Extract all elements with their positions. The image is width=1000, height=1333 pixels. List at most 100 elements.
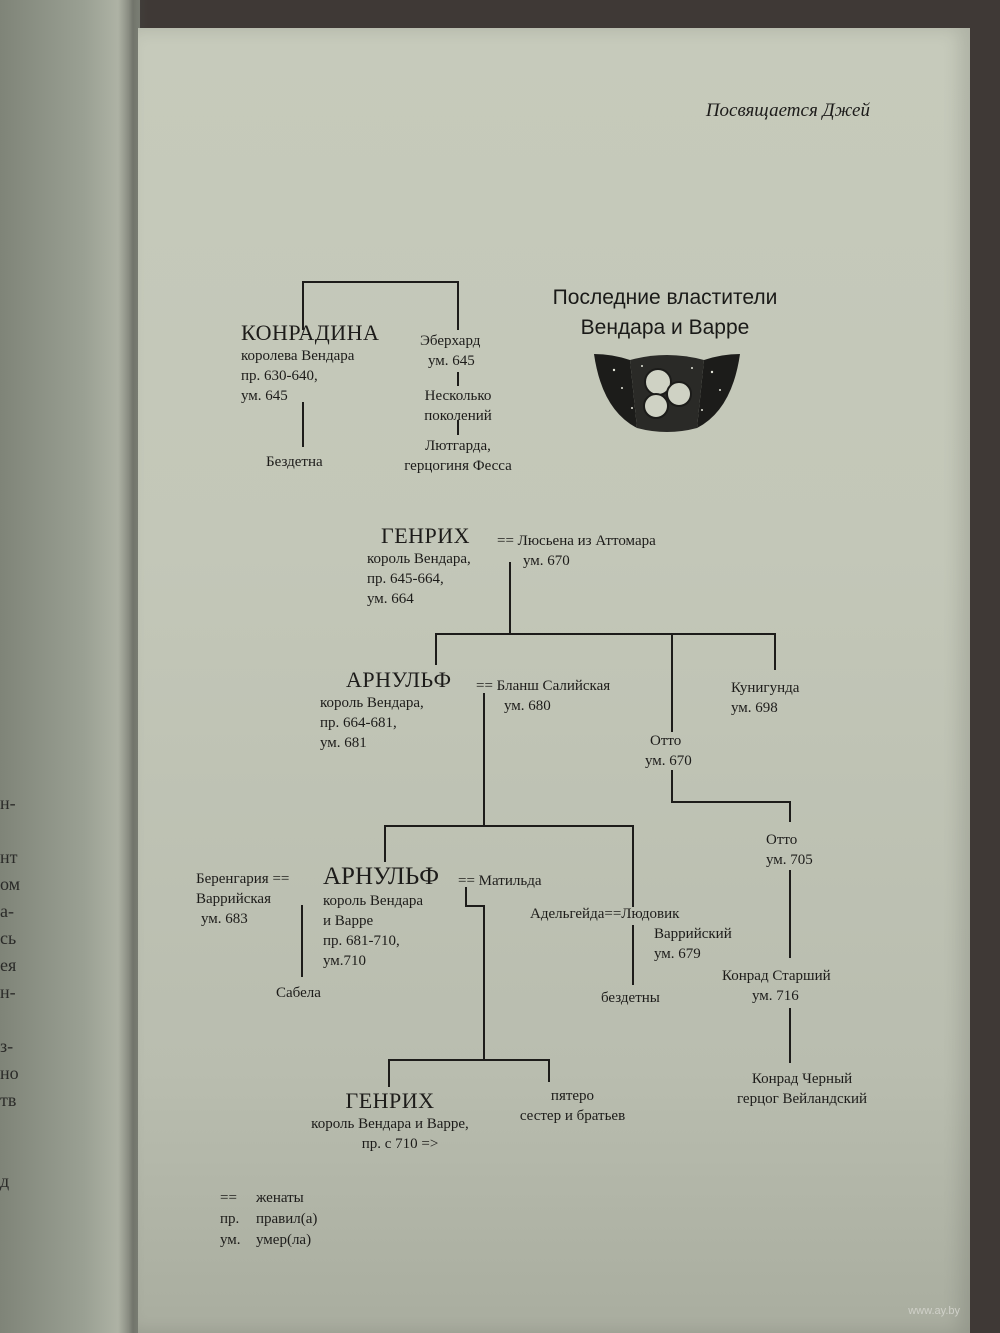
person-detail: король Вендара, (320, 695, 424, 711)
spouse-name: Людовик (621, 906, 680, 922)
person-name: АРНУЛЬФ (323, 863, 439, 890)
fragment: но (0, 1063, 19, 1083)
person-name: Матильда (478, 873, 542, 889)
person-name: Конрад Черный (751, 1071, 853, 1087)
person-konrad-elder: Конрад Старший ум. 716 (722, 966, 831, 1006)
person-detail: ум. 705 (766, 852, 813, 868)
person-detail: ум.710 (323, 953, 367, 969)
fragment: н- (0, 793, 16, 813)
person-name: Люсьена из Аттомара (517, 533, 656, 549)
person-eberhard: Эберхард ум. 645 (420, 331, 480, 371)
legend-item: == женаты (220, 1188, 317, 1209)
person-detail: пр. с 710 => (361, 1136, 439, 1152)
note-line: Несколько (424, 388, 492, 404)
person-name: Адельгейда== (530, 906, 622, 922)
left-page-text-fragments: н- нт ом а- сь ея н- з- но тв д (0, 790, 21, 1191)
person-detail: ум. 670 (523, 553, 570, 569)
person-name: Конрад Старший (722, 968, 831, 984)
person-detail: ум. 670 (645, 753, 692, 769)
legend-item: пр. правил(а) (220, 1209, 317, 1230)
note-line: пятеро (550, 1088, 595, 1104)
fragment: ея (0, 955, 17, 975)
person-konradina: КОНРАДИНА королева Вендара пр. 630-640, … (241, 320, 379, 406)
person-liutgarda: Лютгарда, герцогиня Фесса (390, 436, 526, 476)
marriage-symbol: == (458, 873, 475, 889)
person-detail: ум. 645 (428, 353, 475, 369)
person-detail: Варрийский (654, 926, 732, 942)
spouse-matilda: == Матильда (458, 871, 541, 891)
person-name: Эберхард (420, 333, 481, 349)
book-page (138, 28, 970, 1333)
person-berengaria: Беренгария == Варрийская ум. 683 (196, 869, 289, 929)
watermark: www.ay.by (908, 1305, 960, 1317)
fragment: д (0, 1171, 10, 1191)
person-detail: ум. 680 (504, 698, 551, 714)
person-name: ГЕНРИХ (345, 1088, 435, 1113)
person-detail: пр. 630-640, (241, 368, 318, 384)
diagram-title: Последние властители Вендара и Варре (500, 283, 830, 343)
spouse-blanche: == Бланш Салийская ум. 680 (476, 676, 610, 716)
fragment: а- (0, 901, 14, 921)
person-name: Бланш Салийская (496, 678, 611, 694)
person-detail: пр. 681-710, (323, 933, 400, 949)
left-page: н- нт ом а- сь ея н- з- но тв д (0, 0, 140, 1333)
legend-meaning: правил(а) (256, 1211, 318, 1227)
person-detail: герцог Вейландский (736, 1091, 868, 1107)
legend-meaning: женаты (256, 1190, 304, 1206)
person-detail: король Вендара и Варре, (311, 1116, 469, 1132)
person-henry-2: ГЕНРИХ король Вендара и Варре, пр. с 710… (285, 1088, 495, 1154)
person-name: КОНРАДИНА (241, 320, 380, 345)
crest-emblem-icon (594, 354, 740, 432)
person-sabela: Сабела (276, 985, 321, 1001)
person-detail: ум. 645 (241, 388, 288, 404)
person-henry-1: ГЕНРИХ король Вендара, пр. 645-664, ум. … (367, 523, 471, 609)
legend-symbol: ум. (220, 1232, 241, 1248)
person-arnulf-2: АРНУЛЬФ король Вендара и Варре пр. 681-7… (323, 863, 439, 971)
person-detail: герцогиня Фесса (404, 458, 512, 474)
person-detail: ум. 681 (320, 735, 367, 751)
person-detail: Варрийская (196, 891, 271, 907)
person-name: Беренгария == (196, 871, 290, 887)
person-name: Отто (650, 733, 682, 749)
fragment: сь (0, 928, 17, 948)
person-detail: ум. 698 (731, 700, 778, 716)
person-detail: ум. 679 (654, 946, 701, 962)
note-line: сестер и братьев (519, 1108, 626, 1124)
page-header: Посвящается Джей (705, 100, 870, 121)
legend-meaning: умер(ла) (256, 1232, 312, 1248)
fragment: нт (0, 847, 18, 867)
title-line: Вендара и Варре (580, 316, 750, 339)
tree-line (671, 770, 791, 822)
fragment: тв (0, 1090, 17, 1110)
person-kunigunda: Кунигунда ум. 698 (731, 678, 799, 718)
legend-symbol: == (220, 1190, 237, 1206)
legend-symbol: пр. (220, 1211, 240, 1227)
person-detail: королева Вендара (241, 348, 355, 364)
person-detail: ум. 664 (367, 591, 414, 607)
person-detail: пр. 645-664, (367, 571, 444, 587)
person-adelheid: Адельгейда==Людовик Варрийский ум. 679 (530, 904, 732, 964)
childless-note-2: бездетны (601, 990, 660, 1006)
legend-item: ум. умер(ла) (220, 1230, 317, 1251)
person-arnulf-1: АРНУЛЬФ король Вендара, пр. 664-681, ум.… (320, 667, 452, 753)
person-name: Лютгарда, (425, 438, 491, 454)
spouse-lusena: == Люсьена из Аттомара ум. 670 (497, 531, 656, 571)
legend: == женаты пр. правил(а) ум. умер(ла) (220, 1188, 317, 1251)
fragment: з- (0, 1036, 14, 1056)
fragment: ом (0, 874, 21, 894)
tree-line (384, 825, 634, 907)
person-name: Отто (766, 832, 798, 848)
person-name: АРНУЛЬФ (346, 667, 452, 692)
marriage-symbol: == (476, 678, 493, 694)
person-detail: ум. 683 (201, 911, 248, 927)
person-name: Кунигунда (731, 680, 800, 696)
five-siblings-note: пятеро сестер и братьев (500, 1086, 645, 1126)
tree-line (388, 1059, 550, 1087)
note-line: поколений (424, 408, 492, 424)
person-otto-2: Отто ум. 705 (766, 830, 813, 870)
title-line: Последние властители (552, 286, 778, 309)
person-detail: ум. 716 (752, 988, 799, 1004)
person-otto-1: Отто ум. 670 (645, 731, 692, 771)
person-detail: пр. 664-681, (320, 715, 397, 731)
